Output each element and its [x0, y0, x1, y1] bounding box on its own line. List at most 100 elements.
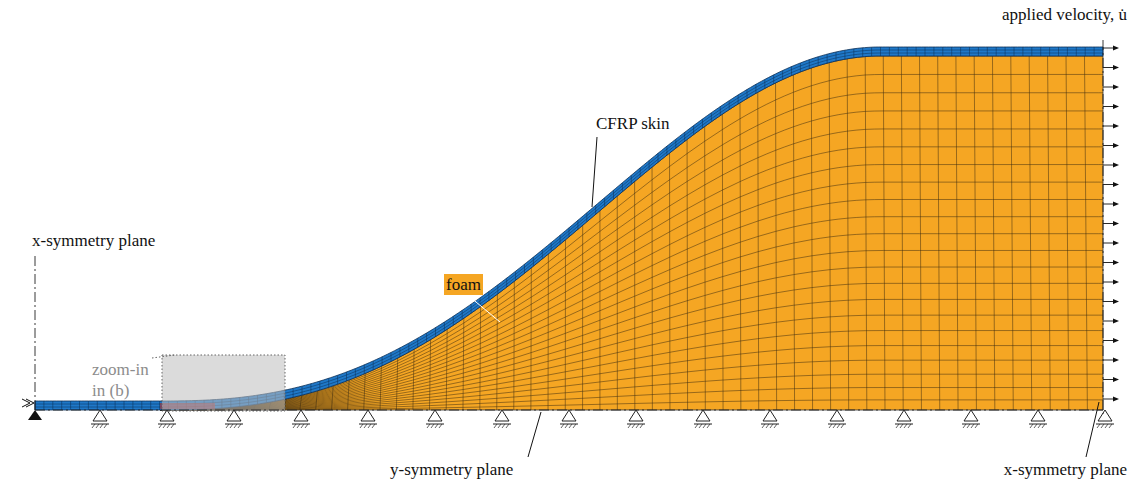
skin-element-line — [159, 401, 160, 410]
skin-element-line — [969, 47, 970, 56]
skin-element-line — [488, 291, 489, 300]
skin-element-line — [898, 47, 899, 56]
skin-element-line — [97, 401, 98, 410]
leader-line — [470, 297, 500, 322]
skin-element-line — [978, 47, 979, 56]
part-label: foam — [444, 274, 483, 295]
velocity-arrows — [1103, 46, 1119, 402]
skin-element-line — [61, 401, 62, 410]
skin-element-line — [408, 343, 409, 352]
skin-element-line — [1031, 47, 1032, 56]
skin-element-line — [524, 264, 525, 273]
skin-element-line — [88, 401, 89, 410]
skin-element-line — [319, 381, 320, 390]
skin-element-line — [115, 401, 116, 410]
skin-element-line — [569, 228, 570, 237]
skin-layer-line — [35, 53, 1103, 407]
zoom-label: zoom-in in (b) — [92, 359, 156, 401]
skin-element-line — [337, 375, 338, 384]
skin-element-line — [346, 372, 347, 381]
skin-element-line — [310, 384, 311, 393]
skin-element-line — [1076, 47, 1077, 56]
skin-element-line — [711, 113, 712, 122]
skin-element-line — [1094, 47, 1095, 56]
skin-element-line — [1040, 47, 1041, 56]
skin-element-line — [729, 101, 730, 110]
skin-element-line — [1005, 47, 1006, 56]
skin-element-line — [702, 119, 703, 128]
skin-element-line — [782, 71, 783, 80]
skin-element-line — [996, 47, 997, 56]
skin-element-line — [889, 47, 890, 56]
skin-element-line — [43, 401, 44, 410]
skin-element-line — [141, 401, 142, 410]
leader-line — [528, 412, 541, 457]
skin-element-line — [693, 126, 694, 135]
skin-element-line — [747, 90, 748, 99]
skin-element-line — [444, 322, 445, 331]
skin-element-line — [293, 388, 294, 397]
skin-element-line — [649, 161, 650, 170]
skin-element-line — [853, 49, 854, 58]
skin-element-line — [1085, 47, 1086, 56]
skin-element-line — [1049, 47, 1050, 56]
skin-element-line — [720, 107, 721, 116]
symmetry-label: y-symmetry plane — [390, 459, 513, 480]
skin-element-line — [373, 361, 374, 370]
skin-element-line — [862, 48, 863, 57]
skin-element-line — [658, 153, 659, 162]
skin-element-line — [355, 369, 356, 378]
skin-element-line — [987, 47, 988, 56]
part-label: CFRP skin — [596, 113, 670, 134]
skin-element-line — [604, 198, 605, 207]
skin-element-line — [1058, 47, 1059, 56]
constraint-symbol — [22, 399, 34, 407]
skin-element-line — [542, 250, 543, 259]
skin-element-line — [631, 175, 632, 184]
skin-layer-line — [35, 50, 1103, 404]
skin-element-line — [880, 47, 881, 56]
foam-region — [160, 56, 1103, 410]
skin-element-line — [836, 52, 837, 61]
skin-element-line — [942, 47, 943, 56]
leader-line — [1086, 402, 1099, 457]
skin-element-line — [871, 47, 872, 56]
skin-element-line — [1014, 47, 1015, 56]
skin-element-line — [391, 352, 392, 361]
pin-support — [28, 410, 42, 420]
skin-element-line — [925, 47, 926, 56]
skin-element-line — [417, 338, 418, 347]
skin-element-line — [399, 348, 400, 357]
skin-element-line — [426, 333, 427, 342]
skin-element-line — [595, 205, 596, 214]
skin-element-line — [773, 75, 774, 84]
skin-element-line — [800, 63, 801, 72]
skin-element-line — [382, 357, 383, 366]
skin-element-line — [506, 278, 507, 287]
skin-element-line — [577, 220, 578, 229]
skin-element-line — [328, 378, 329, 387]
load-label: applied velocity, u̇ — [1002, 4, 1127, 25]
leader-line — [592, 137, 597, 207]
skin-element-line — [462, 310, 463, 319]
skin-element-line — [70, 401, 71, 410]
skin-element-line — [933, 47, 934, 56]
cfrp-skin — [35, 47, 1103, 410]
skin-element-line — [738, 95, 739, 104]
skin-element-line — [622, 183, 623, 192]
skin-element-line — [106, 401, 107, 410]
foam-mesh — [160, 56, 1103, 410]
skin-element-line — [666, 146, 667, 155]
symmetry-label: x-symmetry plane — [1004, 459, 1127, 480]
symmetry-label: x-symmetry plane — [32, 230, 155, 251]
skin-element-line — [844, 50, 845, 59]
skin-element-line — [1067, 47, 1068, 56]
skin-element-line — [364, 365, 365, 374]
skin-element-line — [453, 316, 454, 325]
skin-element-line — [52, 401, 53, 410]
skin-element-line — [960, 47, 961, 56]
skin-element-line — [132, 401, 133, 410]
skin-element-line — [755, 84, 756, 93]
